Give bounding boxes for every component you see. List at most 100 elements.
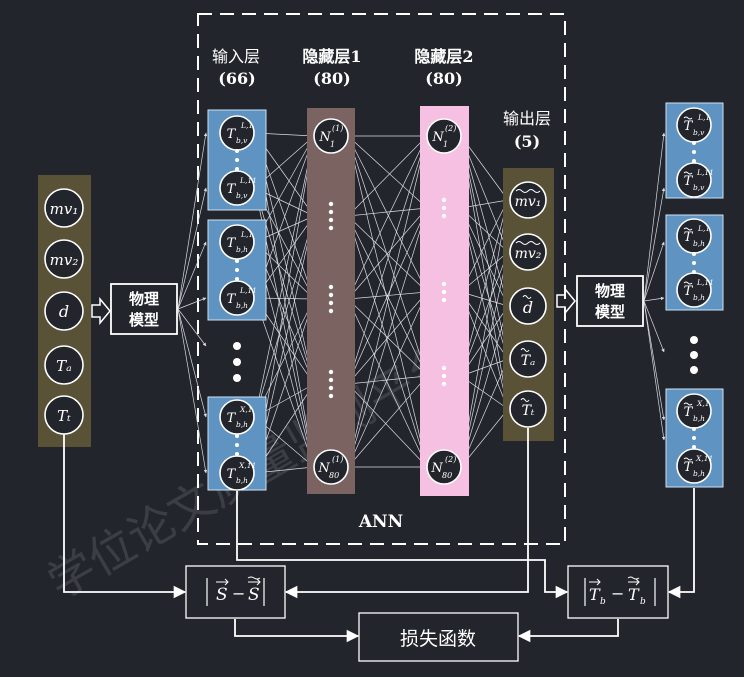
connection-line <box>643 300 666 421</box>
physics-model-right: 物理 模型 <box>576 275 644 327</box>
svg-text:L,1: L,1 <box>240 121 253 130</box>
svg-text:d: d <box>523 298 533 317</box>
physics-model-left: 物理 模型 <box>110 283 178 335</box>
param-node-d: d <box>44 291 84 331</box>
svg-text:−: − <box>232 584 245 603</box>
svg-text:b,h: b,h <box>693 469 705 478</box>
right-node-g1-top: T L,1 b,v <box>676 107 712 143</box>
input-node-g2-bot: T L,11 b,h <box>219 280 257 316</box>
svg-text:T: T <box>227 292 237 307</box>
svg-text:b,v: b,v <box>236 191 248 200</box>
svg-text:mv₂: mv₂ <box>515 246 542 262</box>
svg-text:S: S <box>248 585 260 605</box>
svg-text:N: N <box>317 461 330 476</box>
connection-line <box>177 308 207 347</box>
connection-line <box>643 132 666 302</box>
svg-text:模型: 模型 <box>595 303 625 321</box>
svg-text:模型: 模型 <box>129 311 159 329</box>
hollow-arrow-right <box>556 286 576 316</box>
svg-text:T: T <box>628 585 640 604</box>
right-node-g2-top: T L,1 b,h <box>676 218 712 254</box>
svg-text:T: T <box>684 174 694 189</box>
hidden2-node-bot: N (2) 80 <box>426 449 462 485</box>
svg-text:b: b <box>640 597 646 607</box>
connection-line <box>177 308 207 418</box>
svg-text:mv₁: mv₁ <box>515 194 542 210</box>
connection-line <box>347 135 428 293</box>
input-node-g1-top: T L,1 b,v <box>219 115 255 151</box>
connection-line <box>177 187 207 310</box>
svg-text:80: 80 <box>329 471 339 480</box>
connection-line <box>643 187 666 302</box>
svg-text:−: − <box>611 584 624 603</box>
svg-text:b,h: b,h <box>693 239 705 248</box>
hollow-arrow-left <box>91 296 111 326</box>
svg-text:b,h: b,h <box>693 414 705 423</box>
loss-function-box: 损失函数 <box>358 612 519 662</box>
svg-text:L,1: L,1 <box>697 224 710 233</box>
output-layer-title: 输出层 <box>503 109 551 128</box>
svg-text:S: S <box>216 585 228 605</box>
svg-text:T: T <box>227 182 237 197</box>
svg-text:N: N <box>430 461 443 476</box>
svg-text:N: N <box>318 130 331 145</box>
svg-text:mv₁: mv₁ <box>50 200 79 218</box>
ann-dashed-box <box>197 13 566 545</box>
connection-line <box>254 215 315 418</box>
svg-text:b,h: b,h <box>236 476 248 485</box>
svg-text:X,1: X,1 <box>239 405 253 414</box>
output-node-d: d <box>509 287 547 325</box>
svg-text:X,11: X,11 <box>238 461 256 470</box>
param-node-mv2: mv₂ <box>44 239 84 279</box>
svg-text:L,1: L,1 <box>240 230 253 239</box>
svg-text:1: 1 <box>443 140 448 149</box>
svg-text:(1): (1) <box>332 455 343 464</box>
feedback-wires <box>63 428 695 643</box>
svg-text:b,h: b,h <box>693 293 705 302</box>
ann-label: ANN <box>358 512 403 532</box>
param-node-tt: Tₜ <box>44 395 84 435</box>
svg-text:b,v: b,v <box>693 128 705 137</box>
connection-line <box>347 298 428 468</box>
connection-line <box>347 207 428 385</box>
svg-text:T: T <box>227 236 237 251</box>
connection-line <box>347 135 428 468</box>
connection-line <box>347 375 428 468</box>
hidden2-count: (80) <box>425 69 462 88</box>
svg-text:b: b <box>600 597 606 607</box>
hidden2-node-top: N (2) 1 <box>426 118 462 154</box>
output-node-tt: Tₜ <box>509 390 547 428</box>
hidden1-count: (80) <box>313 69 350 88</box>
svg-text:Tₐ: Tₐ <box>521 353 536 369</box>
svg-text:b,v: b,v <box>693 183 705 192</box>
svg-text:T: T <box>684 284 694 299</box>
param-node-ta: Tₐ <box>44 345 84 385</box>
connection-line <box>643 241 665 302</box>
hidden1-node-bot: N (1) 80 <box>313 449 349 485</box>
svg-text:T: T <box>227 127 237 142</box>
hidden2-title: 隐藏层2 <box>414 47 473 66</box>
svg-text:T: T <box>227 467 237 482</box>
svg-text:X,11: X,11 <box>695 454 713 463</box>
svg-text:d: d <box>59 302 69 321</box>
connection-line <box>254 297 315 468</box>
svg-text:1: 1 <box>330 140 335 149</box>
connection-line <box>643 296 665 302</box>
ellipsis-dots <box>233 141 698 456</box>
connection-line <box>347 135 428 385</box>
svg-text:L,1: L,1 <box>697 113 710 122</box>
svg-text:L,11: L,11 <box>239 176 257 185</box>
input-layer-count: (66) <box>218 69 255 88</box>
input-layer-title: 输入层 <box>212 47 260 66</box>
svg-text:L,11: L,11 <box>696 278 714 287</box>
right-node-g3-top: T X,1 b,h <box>676 393 712 429</box>
output-node-mv1: mv₁ <box>509 181 547 219</box>
svg-text:L,11: L,11 <box>239 286 257 295</box>
svg-text:(1): (1) <box>332 124 343 133</box>
connection-line <box>177 308 208 474</box>
connection-line <box>347 207 428 300</box>
svg-text:L,11: L,11 <box>696 168 714 177</box>
svg-text:(2): (2) <box>445 455 456 464</box>
